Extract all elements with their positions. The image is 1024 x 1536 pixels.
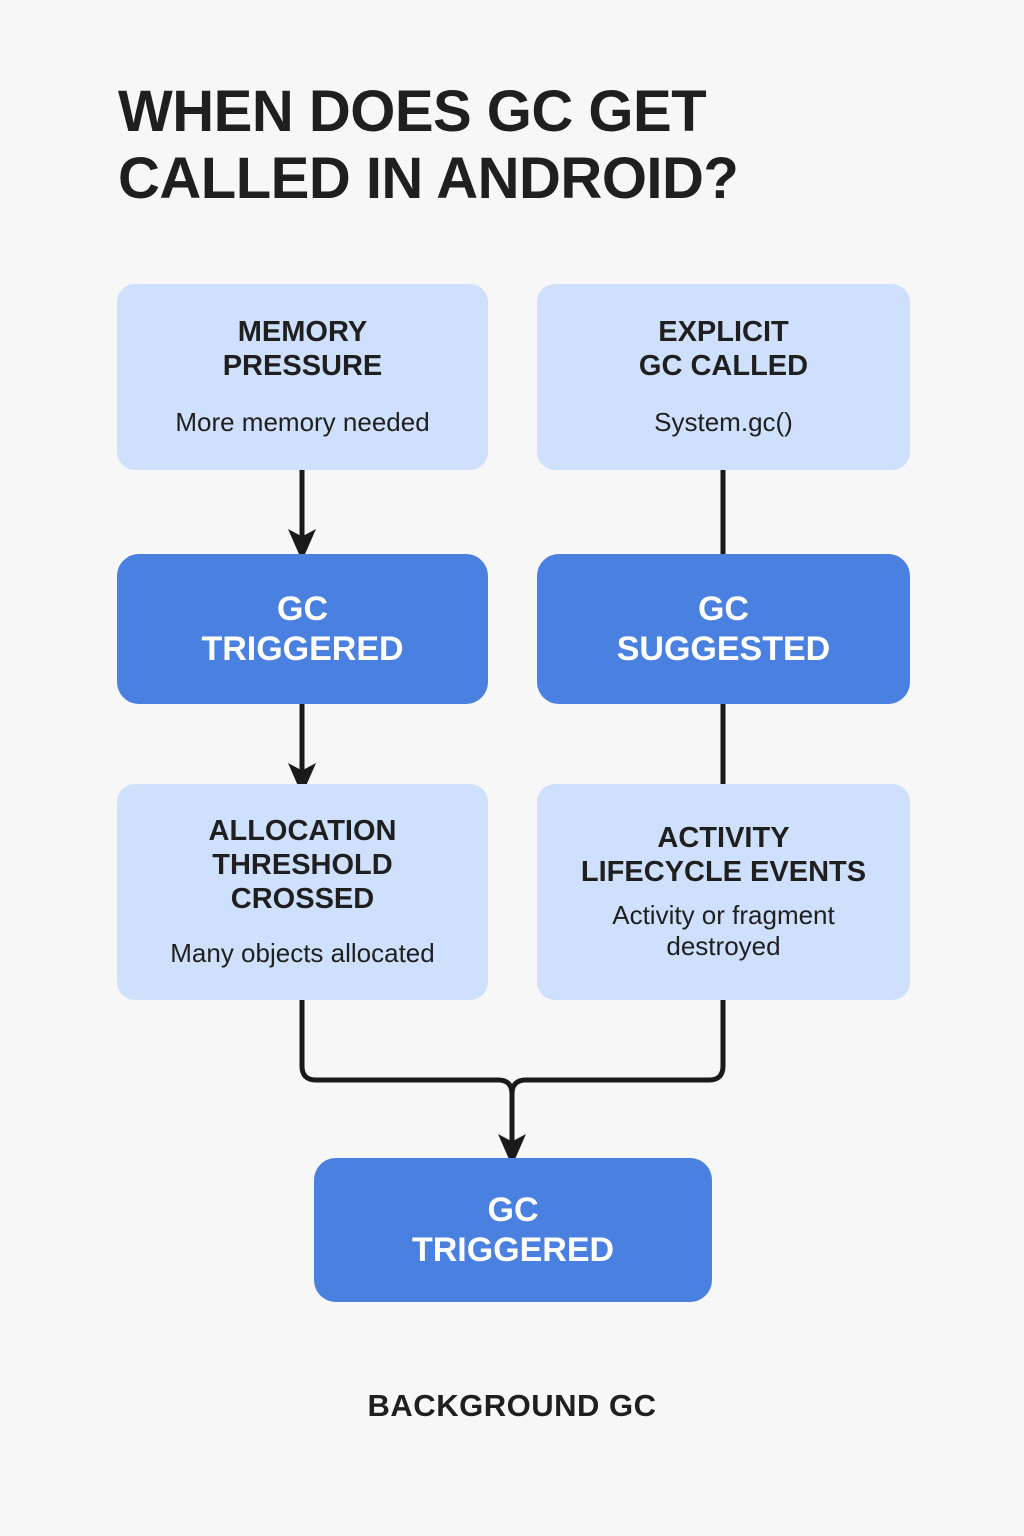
node-activity-lifecycle-events-subtitle: Activity or fragment destroyed: [612, 899, 835, 962]
node-gc-triggered-final-heading: GC TRIGGERED: [411, 1190, 615, 1269]
node-activity-lifecycle-events[interactable]: ACTIVITY LIFECYCLE EVENTS Activity or fr…: [537, 784, 910, 1000]
page-title: WHEN DOES GC GET CALLED IN ANDROID?: [118, 79, 739, 212]
footer-label: BACKGROUND GC: [367, 1388, 657, 1423]
connector-merge-to-gc-triggered-final: [299, 1000, 726, 1166]
node-memory-pressure[interactable]: MEMORY PRESSURE More memory needed: [117, 284, 488, 470]
node-gc-suggested[interactable]: GC SUGGESTED: [537, 554, 910, 704]
node-gc-triggered-left-heading: GC TRIGGERED: [201, 589, 404, 668]
node-allocation-threshold-crossed[interactable]: ALLOCATION THRESHOLD CROSSED Many object…: [117, 784, 488, 1000]
node-explicit-gc-called-subtitle: System.gc(): [654, 407, 793, 438]
node-explicit-gc-called-heading: EXPLICIT GC CALLED: [638, 315, 809, 383]
node-allocation-threshold-crossed-heading: ALLOCATION THRESHOLD CROSSED: [208, 814, 397, 916]
node-gc-triggered-final[interactable]: GC TRIGGERED: [314, 1158, 712, 1302]
node-allocation-threshold-crossed-subtitle: Many objects allocated: [170, 938, 435, 969]
node-activity-lifecycle-events-heading: ACTIVITY LIFECYCLE EVENTS: [580, 822, 867, 889]
node-memory-pressure-subtitle: More memory needed: [175, 407, 430, 438]
node-explicit-gc-called[interactable]: EXPLICIT GC CALLED System.gc(): [537, 284, 910, 470]
node-memory-pressure-heading: MEMORY PRESSURE: [222, 315, 383, 383]
node-gc-triggered-left[interactable]: GC TRIGGERED: [117, 554, 488, 704]
node-gc-suggested-heading: GC SUGGESTED: [616, 589, 831, 668]
